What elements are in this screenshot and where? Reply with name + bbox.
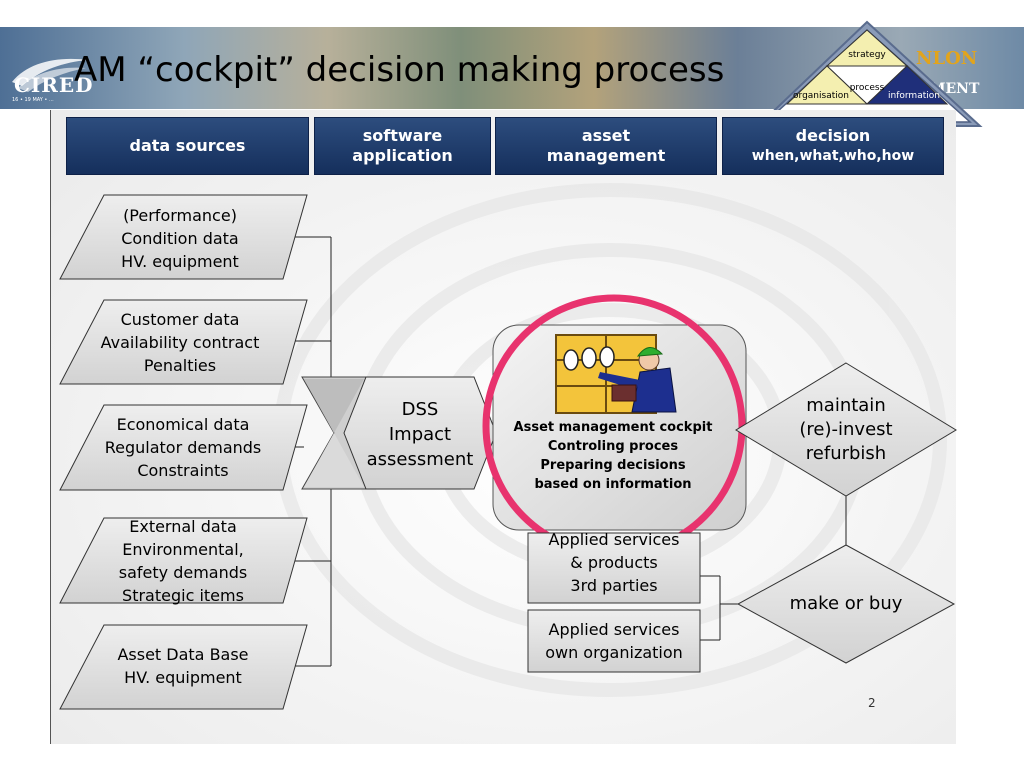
services-3rd-parties-text: Applied services & products 3rd parties — [528, 528, 700, 597]
services-3rd-parties-box — [527, 532, 701, 604]
services-own-line2: own organization — [545, 643, 683, 662]
source-performance-line3: HV. equipment — [121, 252, 239, 271]
services-3rd-line1: Applied services — [548, 530, 680, 549]
triangle-strategy-label: strategy — [848, 50, 886, 60]
source-economical-line1: Economical data — [116, 415, 250, 434]
cockpit-line1: Asset management cockpit — [513, 420, 713, 435]
source-external-line1: External data — [129, 517, 237, 536]
operator-at-control-panel-icon — [555, 334, 677, 414]
services-3rd-line3: 3rd parties — [570, 576, 658, 595]
source-economical-line2: Regulator demands — [104, 438, 262, 457]
decision-maintain-line2: (re)-invest — [799, 419, 893, 440]
services-own-org-text: Applied services own organization — [528, 618, 700, 664]
banner-right-text: NLON — [916, 48, 978, 69]
cired-logo-text: CIRED — [14, 73, 94, 97]
header-asset-line1: asset — [581, 126, 631, 145]
header-software-line2: application — [352, 146, 453, 165]
decision-maintain-line1: maintain — [806, 395, 886, 416]
dss-line3: assessment — [366, 449, 474, 470]
decision-maintain-text: maintain (re)-invest refurbish — [766, 394, 926, 466]
source-shape-asset-db — [59, 624, 308, 710]
triangle-information-label: information — [888, 91, 940, 101]
cired-logo-subtext: 16 • 19 MAY • ... — [12, 97, 54, 103]
triangle-organisation-label: organisation — [793, 91, 849, 101]
dss-text: DSS Impact assessment — [350, 397, 490, 472]
cired-logo-icon — [12, 58, 88, 92]
source-shape-performance — [59, 194, 308, 280]
cockpit-line3: Preparing decisions — [540, 458, 686, 473]
decision-maintain-line3: refurbish — [805, 443, 887, 464]
source-external-text: External data Environmental, safety dema… — [70, 515, 296, 607]
source-external-line2: Environmental, — [122, 540, 244, 559]
services-3rd-line2: & products — [570, 553, 658, 572]
decision-maintain-diamond — [735, 362, 957, 497]
header-data-sources-label: data sources — [129, 136, 246, 155]
triangle-process-label: process — [850, 83, 885, 93]
header-decision-line2: when,what,who,how — [751, 148, 915, 164]
header-software-application: software application — [314, 117, 491, 175]
source-customer-line1: Customer data — [120, 310, 240, 329]
source-customer-line2: Availability contract — [100, 333, 260, 352]
source-performance-line2: Condition data — [121, 229, 239, 248]
decision-make-or-buy-line1: make or buy — [789, 593, 903, 614]
header-asset-management: asset management — [495, 117, 717, 175]
source-economical-line3: Constraints — [137, 461, 229, 480]
source-asset-db-line2: HV. equipment — [124, 668, 242, 687]
source-external-line3: safety demands — [118, 563, 248, 582]
page-number: 2 — [868, 696, 876, 710]
source-performance-line1: (Performance) — [123, 206, 237, 225]
header-asset-line2: management — [546, 146, 666, 165]
dss-line1: DSS — [401, 399, 439, 420]
dss-shape — [343, 376, 497, 490]
source-shape-economical — [59, 404, 308, 491]
header-data-sources: data sources — [66, 117, 309, 175]
decision-make-or-buy-diamond — [736, 544, 956, 664]
decision-make-or-buy-text: make or buy — [766, 592, 926, 616]
source-external-line4: Strategic items — [122, 586, 244, 605]
strategy-triangle-logo: strategy process organisation informatio… — [755, 20, 983, 127]
services-own-org-box — [527, 609, 701, 673]
services-own-line1: Applied services — [548, 620, 680, 639]
header-software-line1: software — [362, 126, 443, 145]
source-shape-external — [59, 517, 308, 604]
header-decision: decision when,what,who,how — [722, 117, 944, 175]
source-asset-db-text: Asset Data Base HV. equipment — [70, 643, 296, 689]
source-shape-customer — [59, 299, 308, 385]
source-asset-db-line1: Asset Data Base — [117, 645, 249, 664]
cockpit-line2: Controling proces — [547, 439, 679, 454]
source-customer-text: Customer data Availability contract Pena… — [70, 308, 290, 377]
dss-line2: Impact — [388, 424, 452, 445]
source-customer-line3: Penalties — [143, 356, 217, 375]
cockpit-line4: based on information — [534, 477, 692, 492]
source-economical-text: Economical data Regulator demands Constr… — [70, 413, 296, 482]
cockpit-text: Asset management cockpit Controling proc… — [496, 418, 730, 494]
header-decision-line1: decision — [795, 126, 871, 145]
source-performance-text: (Performance) Condition data HV. equipme… — [70, 204, 290, 273]
slide-title: AM “cockpit” decision making process — [74, 50, 725, 90]
